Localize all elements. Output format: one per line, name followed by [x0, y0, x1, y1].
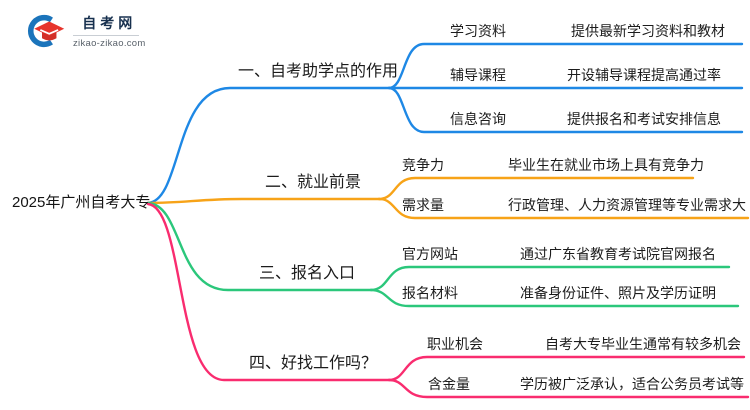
site-name: 自考网	[82, 15, 137, 31]
branch-4-topic[interactable]: 四、好找工作吗？	[248, 355, 377, 372]
branch-4-child-2-keyword[interactable]: 含金量	[428, 376, 470, 392]
root-topic[interactable]: 2025年广州自考大专	[12, 194, 151, 211]
branch-1-child-2-keyword[interactable]: 辅导课程	[450, 67, 506, 83]
branch-1-main-line	[146, 86, 391, 205]
branch-1-child-1-keyword[interactable]: 学习资料	[450, 23, 506, 39]
branch-1-child-3-keyword[interactable]: 信息咨询	[450, 111, 506, 127]
branch-4-child-1-keyword[interactable]: 职业机会	[427, 336, 483, 352]
branch-1-row-3-line	[387, 86, 744, 134]
branch-2-child-1-desc[interactable]: 毕业生在就业市场上具有竞争力	[508, 157, 704, 173]
branch-4-child-2-desc[interactable]: 学历被广泛承认，适合公务员考试等	[520, 376, 744, 392]
branch-2-child-1-keyword[interactable]: 竞争力	[402, 157, 444, 173]
branch-3-row-1-line	[369, 265, 731, 292]
branch-3-topic[interactable]: 三、报名入口	[258, 265, 355, 282]
branch-1-child-1-desc[interactable]: 提供最新学习资料和教材	[571, 23, 725, 39]
branch-3-child-2-keyword[interactable]: 报名材料	[402, 285, 458, 301]
branch-3-child-2-desc[interactable]: 准备身份证件、照片及学历证明	[520, 285, 716, 301]
branch-2-child-2-desc[interactable]: 行政管理、人力资源管理等专业需求大	[508, 197, 746, 213]
branch-4-lines	[146, 202, 750, 399]
branch-2-row-2-line	[377, 197, 750, 220]
branch-1-child-2-desc[interactable]: 开设辅导课程提高通过率	[567, 67, 721, 83]
graduation-cap-icon	[28, 14, 65, 48]
branch-2-main-line	[146, 197, 381, 205]
site-logo[interactable]: 自考网 zikao-zikao.com	[27, 13, 146, 49]
logo-text: 自考网 zikao-zikao.com	[73, 13, 146, 49]
branch-4-row-1-line	[387, 355, 746, 382]
branch-2-topic[interactable]: 二、就业前景	[264, 174, 361, 191]
branch-3-lines	[146, 201, 740, 308]
branch-2-row-1-line	[377, 176, 695, 201]
logo-divider	[73, 35, 139, 36]
branch-1-topic[interactable]: 一、自考助学点的作用	[238, 63, 399, 80]
branch-1-lines	[146, 42, 744, 205]
branch-4-row-2-line	[387, 378, 750, 399]
branch-3-row-2-line	[369, 288, 740, 308]
branch-3-child-1-keyword[interactable]: 官方网站	[402, 246, 458, 262]
branch-3-child-1-desc[interactable]: 通过广东省教育考试院官网报名	[520, 246, 716, 262]
branch-1-row-1-line	[387, 42, 744, 90]
branch-3-main-line	[146, 201, 373, 292]
site-url: zikao-zikao.com	[73, 38, 146, 49]
branch-2-child-2-keyword[interactable]: 需求量	[402, 197, 444, 213]
branch-4-child-1-desc[interactable]: 自考大专毕业生通常有较多机会	[545, 336, 741, 352]
branch-2-lines	[146, 176, 750, 220]
branch-1-child-3-desc[interactable]: 提供报名和考试安排信息	[567, 111, 721, 127]
branch-4-main-line	[146, 202, 391, 382]
